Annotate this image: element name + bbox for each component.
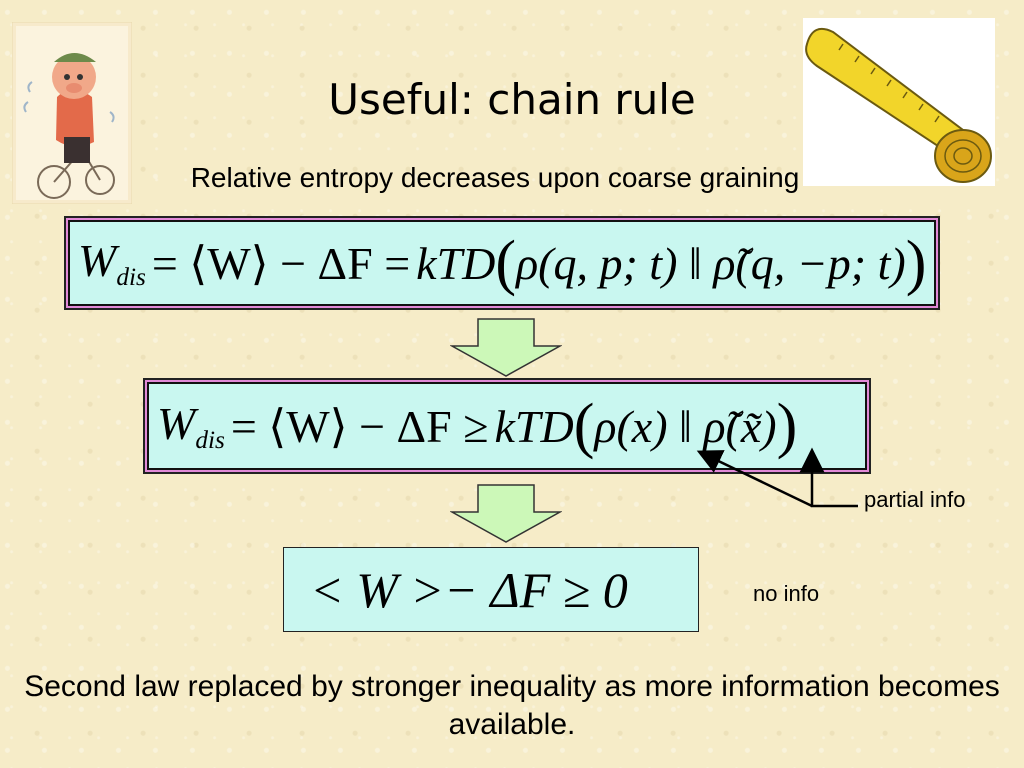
cyclist-cartoon-icon <box>12 22 132 204</box>
slide-title: Useful: chain rule <box>328 75 696 124</box>
measuring-tape-image <box>803 18 995 186</box>
equation-1-rhs: kTD <box>416 237 496 289</box>
measuring-tape-icon <box>803 18 995 186</box>
equation-3-box: < W >− ΔF ≥ 0 <box>283 547 699 632</box>
equation-2-rhs: kTD <box>494 400 574 452</box>
equation-2-middle: = ⟨W⟩ − ΔF ≥ <box>230 401 489 452</box>
slide-subtitle: Relative entropy decreases upon coarse g… <box>190 162 800 193</box>
down-arrow-icon <box>450 484 562 543</box>
equation-1-argument: ρ(q, p; t) ‖ ρ̃(q, −p; t) <box>516 237 906 289</box>
partial-info-label: partial info <box>864 487 966 512</box>
partial-info-pointer-icon <box>696 447 858 508</box>
equation-1-middle: = ⟨W⟩ − ΔF = <box>151 238 411 289</box>
equation-2-box: Wdis = ⟨W⟩ − ΔF ≥ kTD ( ρ(x) ‖ ρ̃(x̃) ) <box>147 382 867 470</box>
equation-2-lhs: Wdis <box>157 398 225 454</box>
conclusion-text: Second law replaced by stronger inequali… <box>24 670 1000 741</box>
equation-3-text: < W >− ΔF ≥ 0 <box>310 561 628 618</box>
equation-1-box: Wdis = ⟨W⟩ − ΔF = kTD ( ρ(q, p; t) ‖ ρ̃(… <box>68 220 936 306</box>
cyclist-cartoon-image <box>12 22 132 204</box>
down-arrow-icon <box>450 318 562 377</box>
no-info-label: no info <box>753 581 820 606</box>
equation-2-argument: ρ(x) ‖ ρ̃(x̃) <box>594 400 777 452</box>
equation-1-lhs: Wdis <box>78 235 146 291</box>
